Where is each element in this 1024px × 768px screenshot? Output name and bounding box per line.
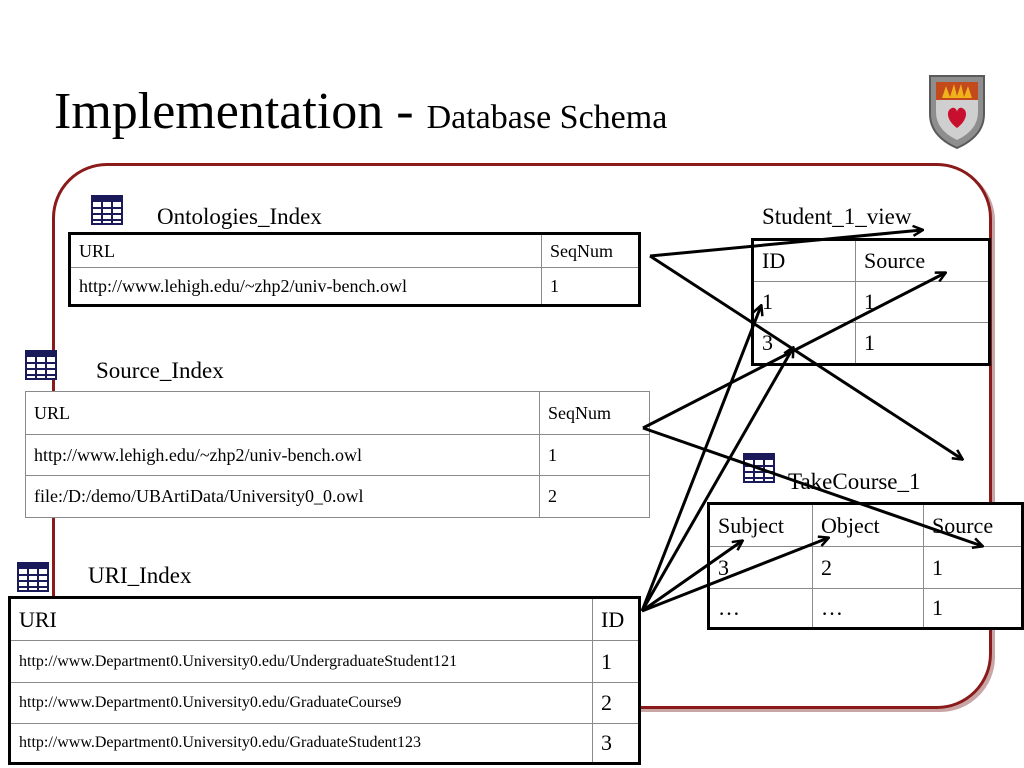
table-header-row: URL SeqNum	[69, 233, 640, 268]
table-row: 3 2 1	[708, 546, 1023, 589]
header-cell: URL	[69, 233, 542, 268]
table-cell: 2	[812, 546, 924, 589]
table-row: http://www.lehigh.edu/~zhp2/univ-bench.o…	[69, 267, 640, 306]
student-view-label: Student_1_view	[762, 204, 912, 229]
table-cell: http://www.Department0.University0.edu/G…	[9, 682, 593, 724]
table-header-row: URI ID	[9, 597, 640, 641]
table-cell: 1	[923, 546, 1023, 589]
table-cell: 2	[539, 475, 650, 518]
uri-index-label: URI_Index	[88, 563, 192, 588]
ontologies-index-label: Ontologies_Index	[157, 204, 322, 229]
table-header-row: Subject Object Source	[708, 503, 1023, 547]
table-cell: …	[708, 588, 813, 629]
table-cell: http://www.lehigh.edu/~zhp2/univ-bench.o…	[25, 434, 540, 476]
table-cell: 1	[539, 434, 650, 476]
table-row: file:/D:/demo/UBArtiData/University0_0.o…	[25, 475, 650, 518]
table-cell: 1	[592, 640, 640, 683]
header-cell: URL	[25, 391, 540, 435]
title-main: Implementation -	[54, 83, 427, 140]
table-row: … … 1	[708, 588, 1023, 629]
take-course-label: TakeCourse_1	[788, 469, 921, 494]
source-index-label: Source_Index	[96, 358, 224, 383]
table-cell: http://www.Department0.University0.edu/U…	[9, 640, 593, 683]
table-cell: 2	[592, 682, 640, 724]
table-cell: http://www.Department0.University0.edu/G…	[9, 723, 593, 764]
table-cell: …	[812, 588, 924, 629]
header-cell: SeqNum	[539, 391, 650, 435]
table-icon	[743, 453, 775, 483]
title-sub: Database Schema	[426, 99, 668, 136]
uri-index-table: URI ID http://www.Department0.University…	[8, 596, 641, 765]
header-cell: ID	[592, 597, 640, 641]
table-cell: 3	[752, 322, 856, 365]
table-header-row: URL SeqNum	[25, 391, 650, 435]
student-view-table: ID Source 1 1 3 1	[751, 238, 991, 366]
table-cell: 1	[855, 281, 990, 323]
table-cell: 1	[752, 281, 856, 323]
header-cell: Source	[923, 503, 1023, 547]
table-icon	[17, 562, 49, 592]
table-cell: 1	[541, 267, 640, 306]
take-course-table: Subject Object Source 3 2 1 … … 1	[707, 502, 1024, 630]
header-cell: URI	[9, 597, 593, 641]
source-index-table: URL SeqNum http://www.lehigh.edu/~zhp2/u…	[25, 391, 650, 518]
table-row: 3 1	[752, 322, 990, 365]
table-cell: 1	[855, 322, 990, 365]
header-cell: ID	[752, 239, 856, 282]
header-cell: Subject	[708, 503, 813, 547]
table-row: http://www.lehigh.edu/~zhp2/univ-bench.o…	[25, 434, 650, 476]
table-row: 1 1	[752, 281, 990, 323]
table-icon	[91, 195, 123, 225]
ontologies-index-table: URL SeqNum http://www.lehigh.edu/~zhp2/u…	[68, 232, 641, 307]
table-row: http://www.Department0.University0.edu/U…	[9, 640, 640, 683]
table-cell: file:/D:/demo/UBArtiData/University0_0.o…	[25, 475, 540, 518]
table-header-row: ID Source	[752, 239, 990, 282]
table-cell: 3	[592, 723, 640, 764]
table-icon	[25, 350, 57, 380]
table-cell: 1	[923, 588, 1023, 629]
table-row: http://www.Department0.University0.edu/G…	[9, 723, 640, 764]
header-cell: SeqNum	[541, 233, 640, 268]
table-cell: http://www.lehigh.edu/~zhp2/univ-bench.o…	[69, 267, 542, 306]
header-cell: Source	[855, 239, 990, 282]
header-cell: Object	[812, 503, 924, 547]
table-row: http://www.Department0.University0.edu/G…	[9, 682, 640, 724]
slide-title: Implementation - Database Schema	[54, 82, 667, 141]
table-cell: 3	[708, 546, 813, 589]
university-crest-logo	[929, 75, 985, 150]
